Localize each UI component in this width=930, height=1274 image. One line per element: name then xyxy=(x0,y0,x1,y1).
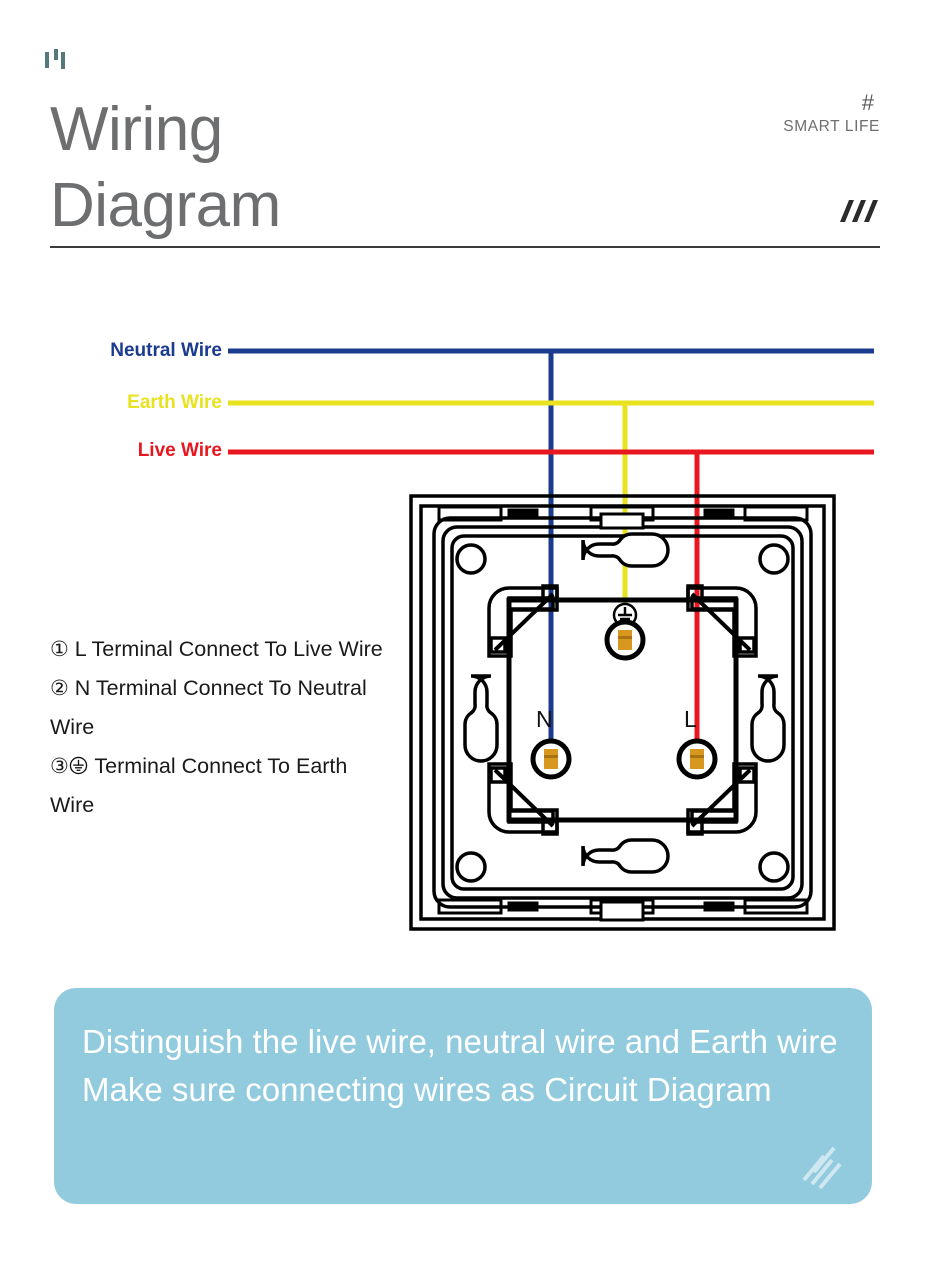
circled-number-3: ③ xyxy=(50,755,69,778)
slashes-icon xyxy=(840,200,878,222)
live-terminal xyxy=(676,738,718,780)
instruction-item-2: ② N Terminal Connect To Neutral Wire xyxy=(50,669,390,747)
hash-icon: # xyxy=(861,90,874,115)
terminal-label-n: N xyxy=(536,706,553,732)
neutral-terminal xyxy=(530,738,572,780)
earth-ground-icon xyxy=(69,756,88,775)
circled-number-2: ② xyxy=(50,677,69,700)
instruction-text-3: Terminal Connect To Earth Wire xyxy=(50,754,348,817)
notice-banner-text: Distinguish the live wire, neutral wire … xyxy=(82,1023,838,1108)
brand-name: SMART LIFE xyxy=(783,118,880,135)
wire-label-group: Neutral Wire Earth Wire Live Wire xyxy=(0,0,930,520)
circled-number-1: ① xyxy=(50,638,69,661)
instruction-item-1: ① L Terminal Connect To Live Wire xyxy=(50,630,390,669)
instruction-item-3: ③ Terminal Connect To Earth Wire xyxy=(50,747,390,825)
bars-logo-icon xyxy=(45,49,65,69)
terminal-label-l: L xyxy=(684,706,697,732)
notice-banner: Distinguish the live wire, neutral wire … xyxy=(54,988,872,1204)
wall-switch-diagram xyxy=(409,494,836,931)
instruction-text-1: L Terminal Connect To Live Wire xyxy=(68,637,383,661)
wire-label-live: Live Wire xyxy=(137,440,222,461)
diagonal-hatch-icon xyxy=(802,1146,842,1190)
earth-terminal xyxy=(604,619,646,661)
wire-label-earth: Earth Wire xyxy=(127,392,222,413)
brand-block: # SMART LIFE xyxy=(783,90,880,138)
header-divider xyxy=(50,246,880,248)
page-title: Wiring Diagram xyxy=(50,92,610,244)
page-title-line-1: Wiring xyxy=(50,95,223,164)
instruction-text-2: N Terminal Connect To Neutral Wire xyxy=(50,676,367,739)
instruction-list: ① L Terminal Connect To Live Wire ② N Te… xyxy=(50,630,390,825)
wire-label-neutral: Neutral Wire xyxy=(110,340,222,361)
page-title-line-2: Diagram xyxy=(50,171,281,240)
